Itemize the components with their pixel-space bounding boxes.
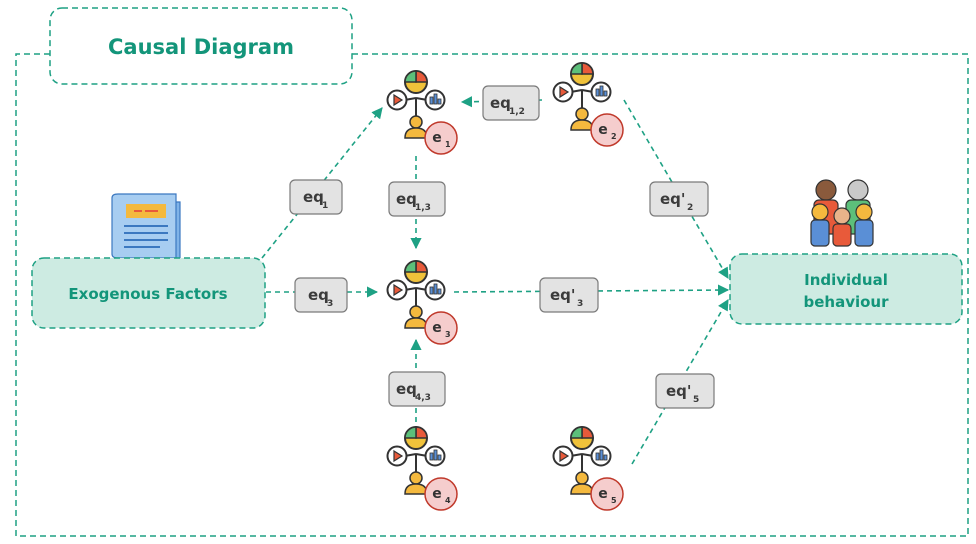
edge-label-text: eq xyxy=(490,94,511,112)
edge-label-subscript: 1 xyxy=(322,201,328,211)
exogenous-label: Exogenous Factors xyxy=(68,285,227,303)
error-subscript: 2 xyxy=(611,132,617,141)
edge-label-text: eq' xyxy=(550,286,576,304)
edge-label-eq12: eq 1,2 xyxy=(482,85,540,121)
edge-label-eq3: eq 3 xyxy=(294,277,348,313)
edge-agent5-to-outcome xyxy=(631,299,729,465)
error-subscript: 1 xyxy=(445,140,451,149)
error-badge-5: e 5 xyxy=(590,477,624,511)
outcome-label-line1: Individual xyxy=(804,271,888,289)
edge-label-subscript: 3 xyxy=(577,299,583,309)
error-letter: e xyxy=(598,122,608,138)
outcome-node: Individual behaviour xyxy=(729,179,963,325)
edge-label-subscript: 2 xyxy=(687,203,693,213)
edge-label-subscript: 1,2 xyxy=(509,107,525,117)
edge-label-subscript: 3 xyxy=(327,299,333,309)
agent-3: e 3 xyxy=(386,260,458,345)
exogenous-node: Exogenous Factors xyxy=(31,193,266,329)
error-letter: e xyxy=(598,486,608,502)
edge-label-eq1: eq 1 xyxy=(289,179,343,215)
error-letter: e xyxy=(432,130,442,146)
outcome-box xyxy=(729,253,963,325)
exogenous-box xyxy=(31,257,266,329)
error-subscript: 5 xyxy=(611,496,617,505)
diagram-frame xyxy=(15,53,969,537)
edge-label-eqp5: eq' 5 xyxy=(655,373,715,409)
edge-labels: eq 1 eq 1,2 eq 1,3 eq 3 eq 4,3 eq' 2 xyxy=(289,85,715,409)
agent-2: e 2 xyxy=(552,62,624,147)
title-box xyxy=(49,7,353,85)
agent-1: e 1 xyxy=(386,70,458,155)
edge-label-subscript: 1,3 xyxy=(415,203,431,213)
family-group-icon xyxy=(810,179,874,247)
edge-label-eq13: eq 1,3 xyxy=(388,181,446,217)
newspaper-icon xyxy=(111,193,181,267)
edge-label-text: eq xyxy=(308,286,329,304)
error-badge-1: e 1 xyxy=(424,121,458,155)
edge-label-eqp3: eq' 3 xyxy=(539,277,599,313)
agent-5: e 5 xyxy=(552,426,624,511)
error-letter: e xyxy=(432,320,442,336)
diagram-title: Causal Diagram xyxy=(108,35,294,59)
edge-label-text: eq xyxy=(303,188,324,206)
edge-label-eqp2: eq' 2 xyxy=(649,181,709,217)
error-letter: e xyxy=(432,486,442,502)
agent-4: e 4 xyxy=(386,426,458,511)
edge-label-subscript: 5 xyxy=(693,395,699,405)
edge-label-text: eq' xyxy=(666,382,692,400)
edge-label-text: eq xyxy=(396,380,417,398)
edge-label-text: eq xyxy=(396,190,417,208)
error-badge-4: e 4 xyxy=(424,477,458,511)
edge-label-text: eq' xyxy=(660,190,686,208)
error-badge-2: e 2 xyxy=(590,113,624,147)
error-subscript: 3 xyxy=(445,330,451,339)
outcome-label-line2: behaviour xyxy=(803,293,889,311)
edge-label-eq43: eq 4,3 xyxy=(388,371,446,407)
edge-label-subscript: 4,3 xyxy=(415,393,431,403)
error-subscript: 4 xyxy=(445,496,451,505)
error-badge-3: e 3 xyxy=(424,311,458,345)
